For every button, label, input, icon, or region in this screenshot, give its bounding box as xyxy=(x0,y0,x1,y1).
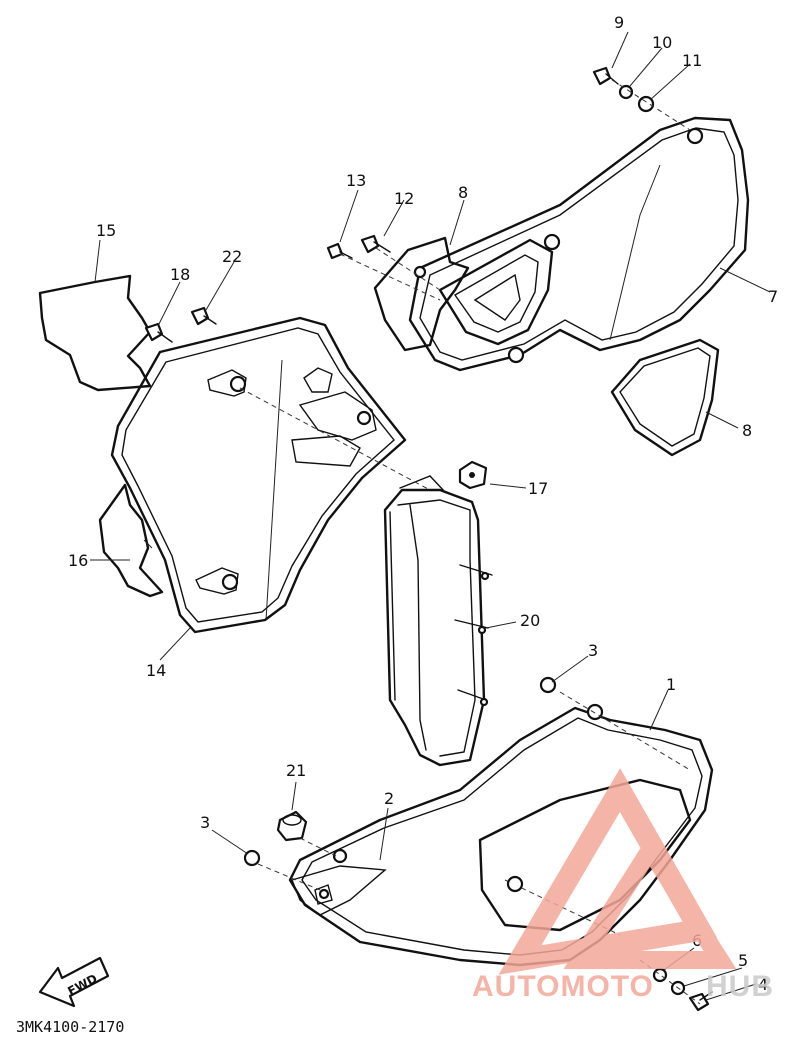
callout-4: 4 xyxy=(758,975,768,994)
part-22-bolt-icon xyxy=(190,306,217,326)
callout-11: 10 xyxy=(652,33,672,52)
fwd-arrow: FWD xyxy=(38,956,110,1008)
part-18-grommet-icon xyxy=(458,460,488,490)
part-8-seal xyxy=(610,338,720,457)
leader-lines xyxy=(90,31,771,1001)
part-16-decal xyxy=(38,274,152,392)
callout-15: 14 xyxy=(146,661,166,680)
diagram-code: 3MK4100-2170 xyxy=(16,1018,124,1036)
callout-1: 1 xyxy=(666,675,676,694)
watermark-text-automoto: AUTOMOTO xyxy=(472,970,654,1003)
part-19-bolt-icon xyxy=(144,322,173,343)
callout-7: 7 xyxy=(768,287,778,306)
callout-2: 2 xyxy=(384,789,394,808)
callout-12: 11 xyxy=(682,51,702,70)
part-3-lower-collar-icon xyxy=(243,849,261,867)
part-9-bracket xyxy=(373,236,470,352)
fasteners xyxy=(144,66,713,1012)
callout-5: 5 xyxy=(738,951,748,970)
callouts: 9 10 11 13 12 8 15 22 18 7 8 17 16 20 14… xyxy=(68,13,778,994)
callout-21: 21 xyxy=(286,761,306,780)
callout-18: 17 xyxy=(528,479,548,498)
part-6-washer-icon xyxy=(652,967,668,983)
watermark: AUTOMOTO HUB xyxy=(472,768,774,1003)
callout-10: 9 xyxy=(614,13,624,32)
callout-3-lower: 3 xyxy=(200,813,210,832)
part-13-bolt-icon xyxy=(360,234,391,254)
callout-20: 20 xyxy=(520,611,540,630)
callout-9: 8 xyxy=(458,183,468,202)
callout-13: 12 xyxy=(394,189,414,208)
part-7-side-cover-right xyxy=(408,116,750,372)
part-11-washer-icon xyxy=(618,84,634,100)
warning-triangle-icon xyxy=(498,768,737,975)
callout-8: 8 xyxy=(742,421,752,440)
callout-17: 16 xyxy=(68,551,88,570)
part-12-collar-icon xyxy=(637,95,655,113)
part-14-bolt-icon xyxy=(326,242,353,260)
part-15-side-cover-left xyxy=(110,316,407,634)
callout-14: 13 xyxy=(346,171,366,190)
callout-19: 18 xyxy=(170,265,190,284)
part-21-grommet-icon xyxy=(276,810,308,842)
part-20-duct xyxy=(383,475,493,767)
callout-22: 22 xyxy=(222,247,242,266)
part-17-decal xyxy=(98,483,164,598)
callout-16: 15 xyxy=(96,221,116,240)
callout-3-upper: 3 xyxy=(588,641,598,660)
part-4-bolt-icon xyxy=(688,991,713,1012)
part-3-upper-collar-icon xyxy=(539,676,557,694)
watermark-text-hub: HUB xyxy=(706,970,774,1003)
